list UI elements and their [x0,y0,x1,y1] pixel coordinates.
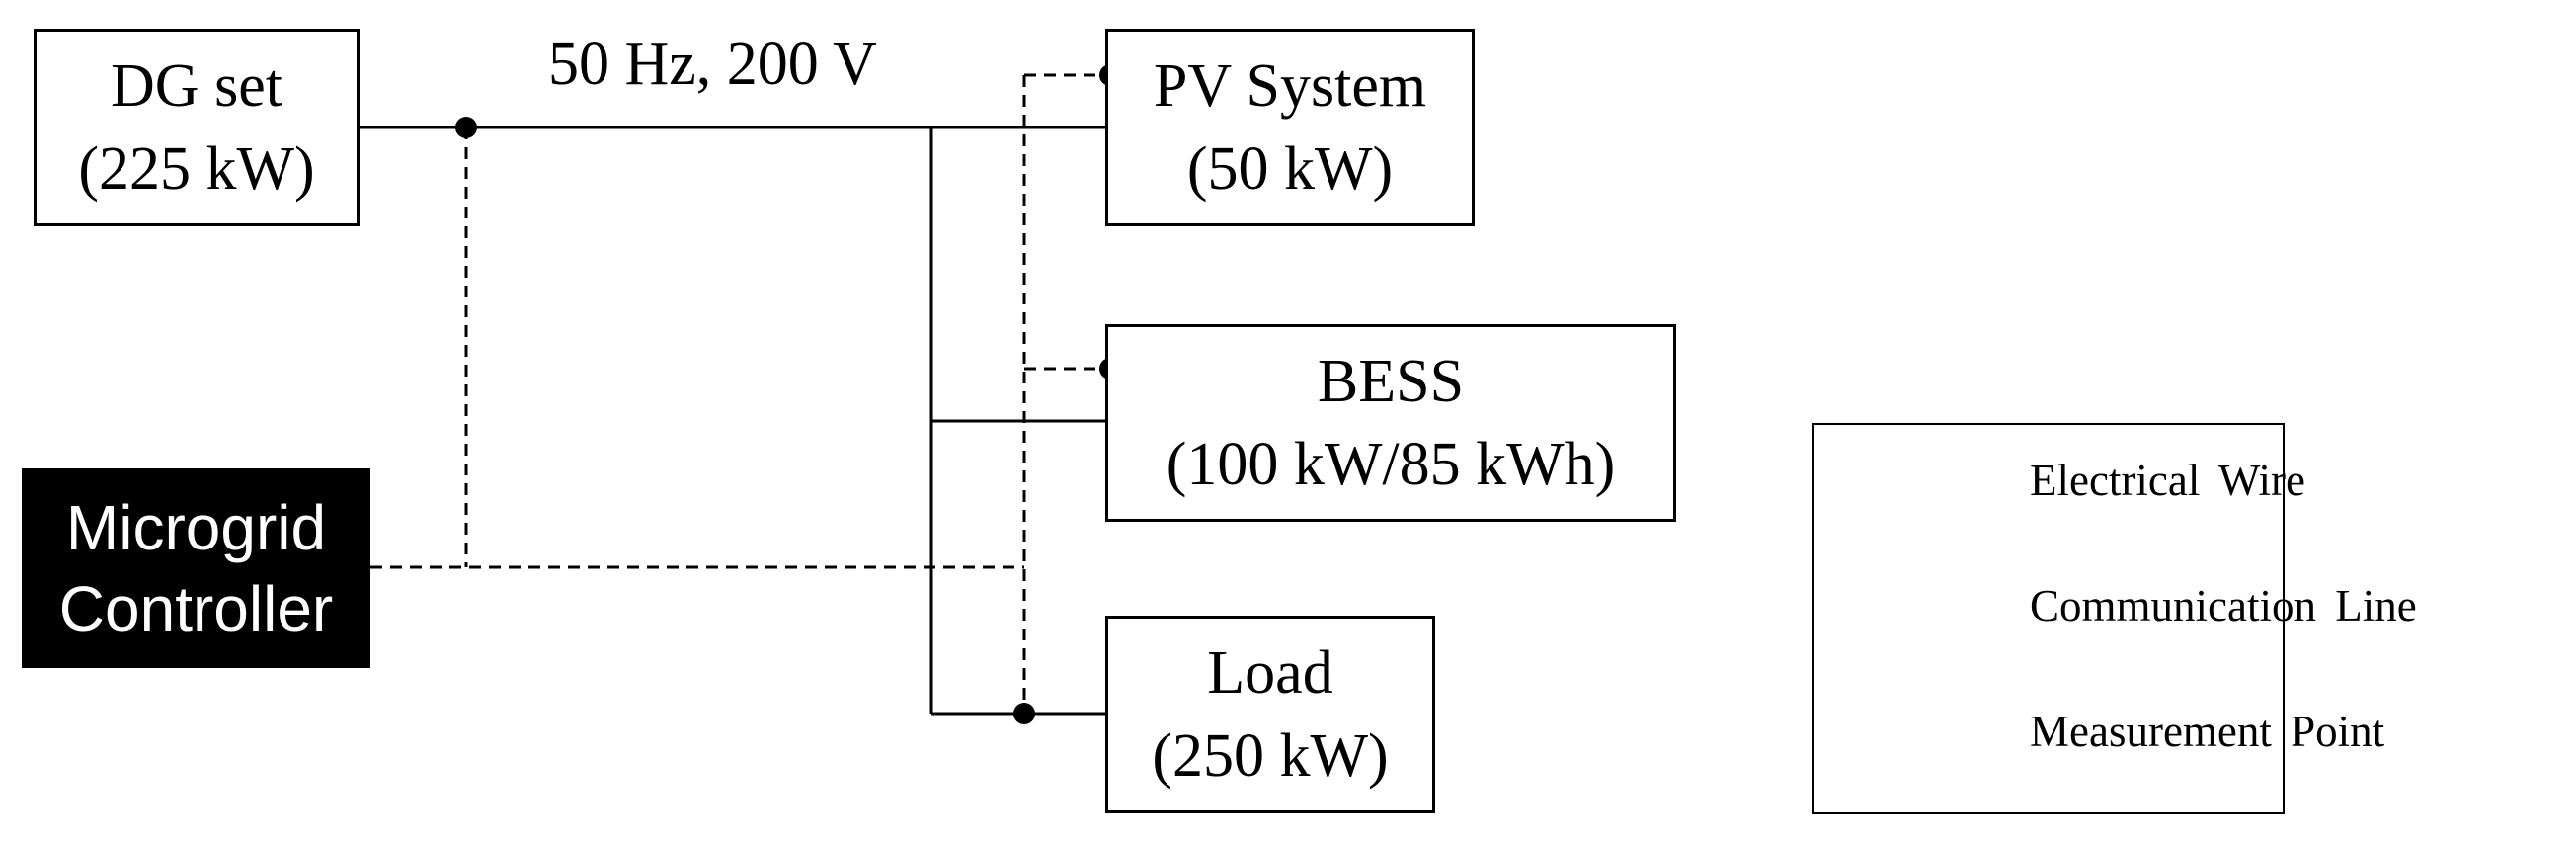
dg-set-name: DG set [111,52,282,120]
bess-rating: (100 kW/85 kWh) [1166,431,1616,498]
pv-system-name: PV System [1153,52,1427,120]
load-measurement-point [1013,703,1035,724]
load-name: Load [1207,639,1333,707]
bus-label: 50 Hz, 200 V [548,31,877,98]
load-rating: (250 kW) [1152,722,1389,790]
dg-measurement-point [455,117,477,138]
dg-set-rating: (225 kW) [78,135,315,203]
dg-set-box: DG set (225 kW) [34,29,360,226]
pv-system-rating: (50 kW) [1186,135,1394,203]
controller-line1: Microgrid [65,492,327,563]
legend-electrical-label: Electrical Wire [2030,456,2305,505]
pv-system-box: PV System (50 kW) [1105,29,1475,226]
legend: Electrical Wire Communication Line Measu… [1812,423,2417,814]
bess-name: BESS [1317,348,1465,415]
legend-measurement-label: Measurement Point [2030,707,2385,756]
communication-lines [370,73,1110,714]
measurement-points [455,64,1121,724]
electrical-wires [358,126,1106,716]
load-box: Load (250 kW) [1105,616,1435,813]
controller-line2: Controller [58,573,334,644]
legend-communication-label: Communication Line [2030,581,2417,631]
bess-box: BESS (100 kW/85 kWh) [1105,324,1676,522]
microgrid-controller-box: Microgrid Controller [22,468,370,668]
